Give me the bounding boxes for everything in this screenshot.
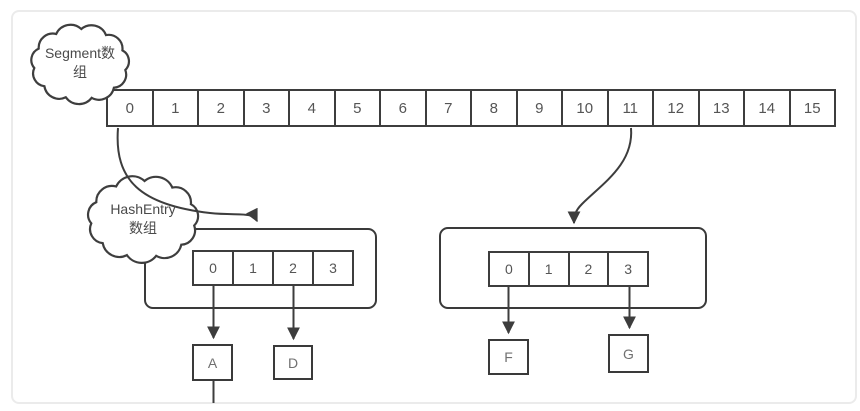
node-f: F bbox=[488, 339, 529, 375]
hashentry-cloud-label-line1: HashEntry bbox=[110, 201, 176, 217]
segment-cell-8: 8 bbox=[470, 89, 518, 127]
segment-cell-2: 2 bbox=[197, 89, 245, 127]
segment-cell-13: 13 bbox=[697, 89, 745, 127]
hashentry-cloud-label-line2: 数组 bbox=[129, 220, 157, 236]
right-hashentry-cell-2: 2 bbox=[567, 251, 610, 287]
right-hashentry-cell-0: 0 bbox=[488, 251, 530, 287]
segment-cell-0: 0 bbox=[106, 89, 154, 127]
segment-cloud-label-line2: 组 bbox=[73, 64, 87, 80]
right-hashentry-array: 0 1 2 3 bbox=[488, 251, 649, 287]
segment-cell-15: 15 bbox=[788, 89, 836, 127]
segment-cell-14: 14 bbox=[743, 89, 791, 127]
right-hashentry-cell-1: 1 bbox=[527, 251, 570, 287]
segment-cell-4: 4 bbox=[288, 89, 336, 127]
right-hashentry-cell-3: 3 bbox=[607, 251, 649, 287]
frame-border bbox=[11, 10, 857, 404]
left-hashentry-cell-0: 0 bbox=[192, 250, 234, 286]
segment-cell-9: 9 bbox=[515, 89, 563, 127]
left-hashentry-array: 0 1 2 3 bbox=[192, 250, 354, 286]
left-hashentry-cell-3: 3 bbox=[312, 250, 354, 286]
segment-cloud-label: Segment数 组 bbox=[28, 44, 132, 82]
segment-cell-11: 11 bbox=[606, 89, 654, 127]
segment-cell-6: 6 bbox=[379, 89, 427, 127]
left-hashentry-cell-2: 2 bbox=[272, 250, 314, 286]
segment-cell-7: 7 bbox=[424, 89, 472, 127]
segment-cell-5: 5 bbox=[333, 89, 381, 127]
segment-cell-12: 12 bbox=[652, 89, 700, 127]
segment-cell-3: 3 bbox=[242, 89, 290, 127]
segment-cell-1: 1 bbox=[151, 89, 199, 127]
segment-cloud-label-line1: Segment数 bbox=[44, 45, 116, 61]
segment-cell-10: 10 bbox=[561, 89, 609, 127]
node-a: A bbox=[192, 344, 233, 381]
left-hashentry-cell-1: 1 bbox=[232, 250, 274, 286]
hashentry-cloud-label: HashEntry 数组 bbox=[91, 200, 195, 238]
segment-array: 0 1 2 3 4 5 6 7 8 9 10 11 12 13 14 15 bbox=[106, 89, 836, 127]
node-g: G bbox=[608, 334, 649, 373]
node-d: D bbox=[273, 345, 313, 380]
